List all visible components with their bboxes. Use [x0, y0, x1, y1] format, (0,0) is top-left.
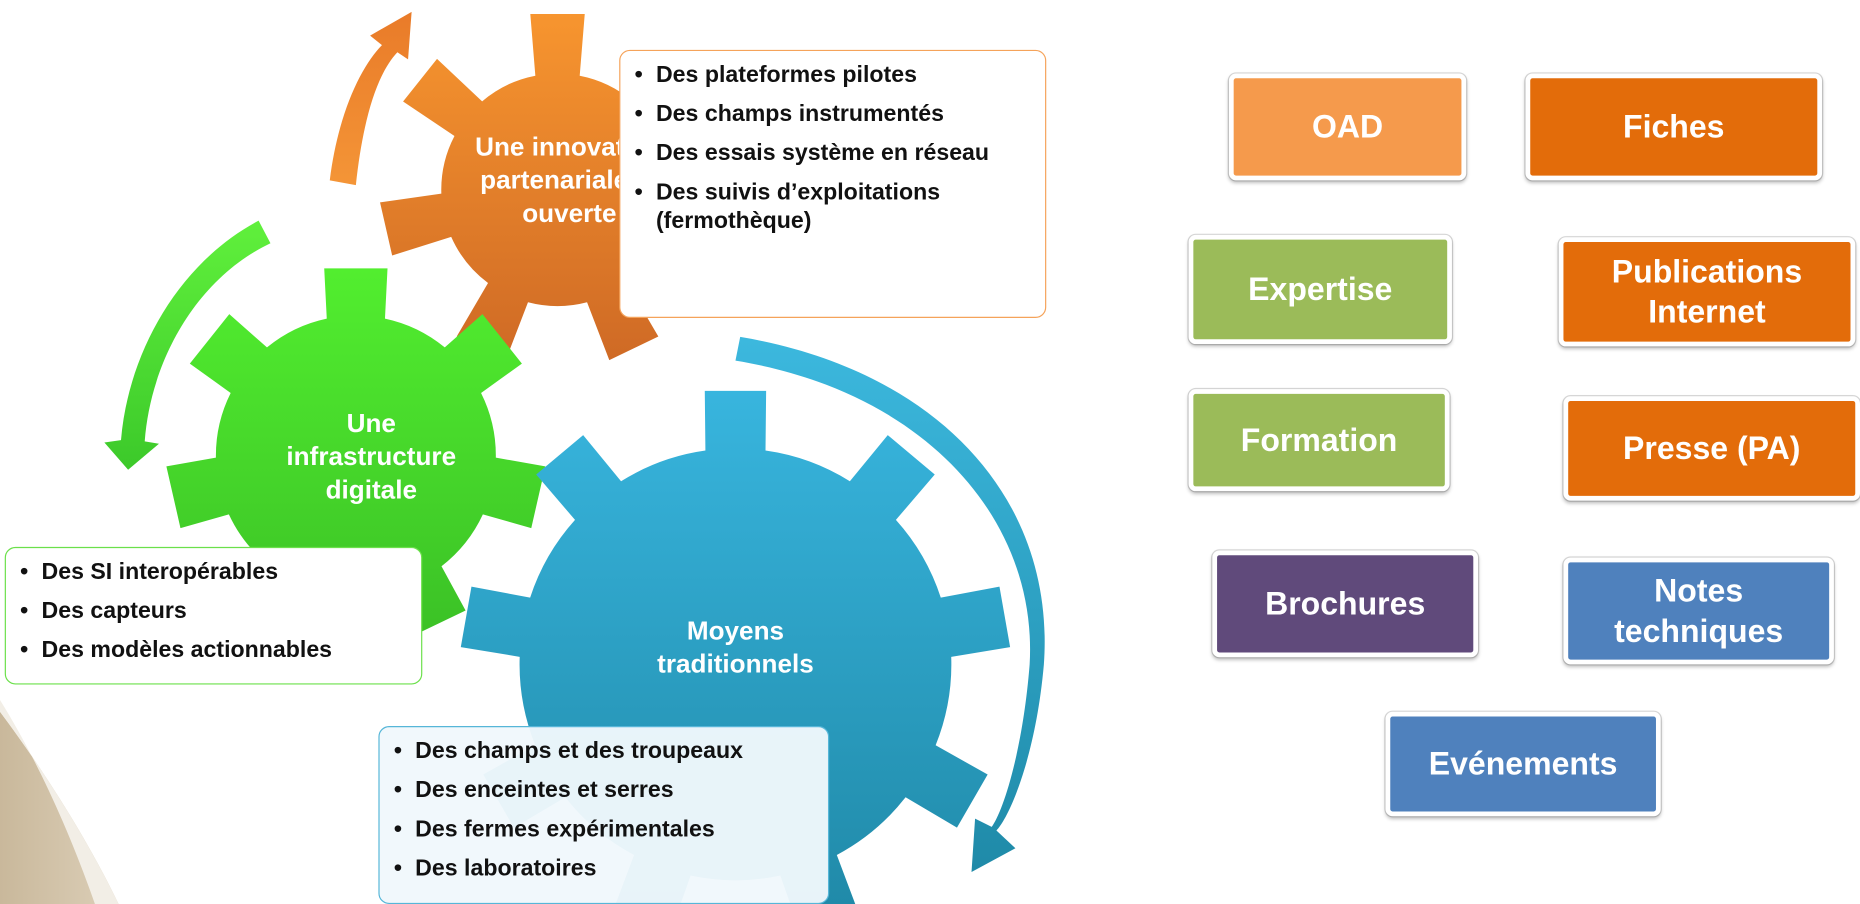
gear-label-traditional: Moyens traditionnels	[657, 615, 814, 679]
tile-expertise: Expertise	[1188, 234, 1452, 345]
tile-brochures: Brochures	[1212, 550, 1479, 658]
page-curl-inner	[0, 699, 119, 904]
tile-fiches: Fiches	[1525, 73, 1823, 181]
traditional-item: Des fermes expérimentales	[391, 815, 816, 843]
traditional-box: Des champs et des troupeauxDes enceintes…	[378, 726, 830, 904]
gear-infrastructure	[166, 268, 546, 638]
cycle-arrow-orange	[329, 11, 412, 186]
innovation-item: Des champs instrumentés	[632, 100, 1033, 128]
innovation-item: Des suivis d’exploitations (fermothèque)	[632, 178, 1033, 235]
tile-notes: Notes techniques	[1563, 557, 1834, 665]
traditional-list: Des champs et des troupeauxDes enceintes…	[391, 737, 816, 883]
innovation-list: Des plateformes pilotesDes champs instru…	[632, 61, 1033, 235]
tile-oad: OAD	[1228, 73, 1467, 181]
innovation-box: Des plateformes pilotesDes champs instru…	[619, 49, 1047, 318]
infrastructure-item: Des modèles actionnables	[18, 636, 409, 664]
tile-presse: Presse (PA)	[1563, 396, 1860, 501]
innovation-item: Des plateformes pilotes	[632, 61, 1033, 89]
traditional-item: Des champs et des troupeaux	[391, 737, 816, 765]
cycle-arrow-blue	[735, 336, 1045, 872]
innovation-item: Des essais système en réseau	[632, 139, 1033, 167]
infrastructure-item: Des capteurs	[18, 597, 409, 625]
traditional-item: Des laboratoires	[391, 854, 816, 882]
infrastructure-list: Des SI interopérablesDes capteursDes mod…	[18, 558, 409, 665]
cycle-arrow-green	[104, 220, 271, 470]
traditional-item: Des enceintes et serres	[391, 776, 816, 804]
tile-publications: Publications Internet	[1558, 237, 1856, 347]
tile-evenements: Evénements	[1385, 711, 1661, 817]
infrastructure-box: Des SI interopérablesDes capteursDes mod…	[4, 546, 423, 685]
tile-formation: Formation	[1188, 389, 1450, 492]
gear-label-infrastructure: Une infrastructure digitale	[286, 408, 457, 505]
infrastructure-item: Des SI interopérables	[18, 558, 409, 586]
